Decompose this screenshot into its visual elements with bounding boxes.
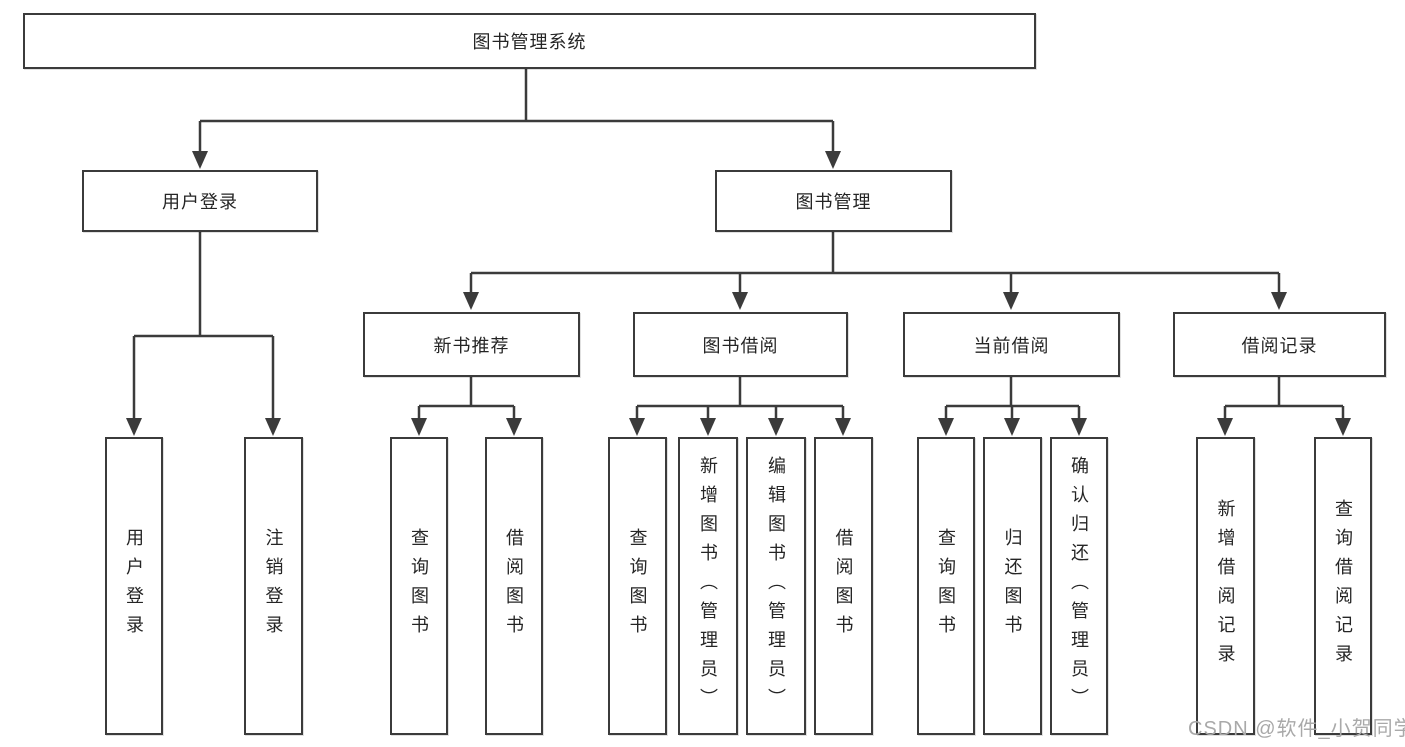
leaf-return-books: 归还图书 (983, 437, 1042, 735)
connector-current-borrow-to-children (944, 377, 1081, 420)
arrowheads (126, 151, 1351, 436)
leaf-query-books-recommend: 查询图书 (390, 437, 448, 735)
leaf-label: 确认归还（管理员） (1069, 455, 1089, 717)
leaf-label: 用户登录 (124, 528, 144, 644)
arrow-down-icon (700, 418, 716, 436)
node-borrow-records: 借阅记录 (1173, 312, 1386, 377)
arrow-down-icon (265, 418, 281, 436)
arrow-down-icon (463, 292, 479, 310)
leaf-borrow-books-recommend: 借阅图书 (485, 437, 543, 735)
connector-book-mgmt-to-level3 (469, 232, 1281, 294)
leaf-label: 查询图书 (627, 528, 648, 644)
node-new-book-recommend: 新书推荐 (363, 312, 580, 377)
leaf-label: 查询借阅记录 (1333, 499, 1353, 673)
node-book-borrowing: 图书借阅 (633, 312, 848, 377)
node-user-login-branch: 用户登录 (82, 170, 318, 232)
arrow-down-icon (1071, 418, 1087, 436)
arrow-down-icon (768, 418, 784, 436)
csdn-watermark: CSDN @软件_小贺同学 (1188, 718, 1405, 740)
leaf-user-login: 用户登录 (105, 437, 163, 735)
node-current-borrowing: 当前借阅 (903, 312, 1120, 377)
leaf-label: 编辑图书（管理员） (766, 455, 786, 717)
arrow-down-icon (411, 418, 427, 436)
leaf-query-books-current: 查询图书 (917, 437, 975, 735)
leaf-query-books-borrowing: 查询图书 (608, 437, 667, 735)
leaf-label: 新增图书（管理员） (698, 455, 718, 717)
leaf-query-borrow-record: 查询借阅记录 (1314, 437, 1372, 735)
arrow-down-icon (835, 418, 851, 436)
arrow-down-icon (732, 292, 748, 310)
arrow-down-icon (629, 418, 645, 436)
leaf-label: 归还图书 (1002, 528, 1023, 644)
leaf-confirm-return-admin: 确认归还（管理员） (1050, 437, 1108, 735)
connector-root-to-level2 (198, 69, 835, 154)
arrow-down-icon (192, 151, 208, 169)
leaf-add-book-admin: 新增图书（管理员） (678, 437, 738, 735)
arrow-down-icon (506, 418, 522, 436)
leaf-label: 借阅图书 (833, 528, 854, 644)
leaf-label: 查询图书 (409, 528, 429, 644)
leaf-add-borrow-record: 新增借阅记录 (1196, 437, 1255, 735)
leaf-label: 新增借阅记录 (1215, 499, 1236, 673)
arrow-down-icon (825, 151, 841, 169)
connector-user-login-to-children (132, 232, 275, 420)
leaf-label: 查询图书 (936, 528, 956, 644)
leaf-label: 注销登录 (263, 528, 284, 644)
arrow-down-icon (1271, 292, 1287, 310)
arrow-down-icon (1004, 418, 1020, 436)
connector-new-book-to-children (417, 377, 516, 420)
arrow-down-icon (1003, 292, 1019, 310)
arrow-down-icon (1335, 418, 1351, 436)
leaf-edit-book-admin: 编辑图书（管理员） (746, 437, 806, 735)
connector-borrow-record-to-children (1223, 377, 1345, 420)
arrow-down-icon (938, 418, 954, 436)
leaf-label: 借阅图书 (504, 528, 524, 644)
arrow-down-icon (1217, 418, 1233, 436)
node-book-management-branch: 图书管理 (715, 170, 952, 232)
leaf-logout: 注销登录 (244, 437, 303, 735)
connector-book-borrow-to-children (635, 377, 845, 420)
node-root-system: 图书管理系统 (23, 13, 1036, 69)
arrow-down-icon (126, 418, 142, 436)
leaf-borrow-books: 借阅图书 (814, 437, 873, 735)
